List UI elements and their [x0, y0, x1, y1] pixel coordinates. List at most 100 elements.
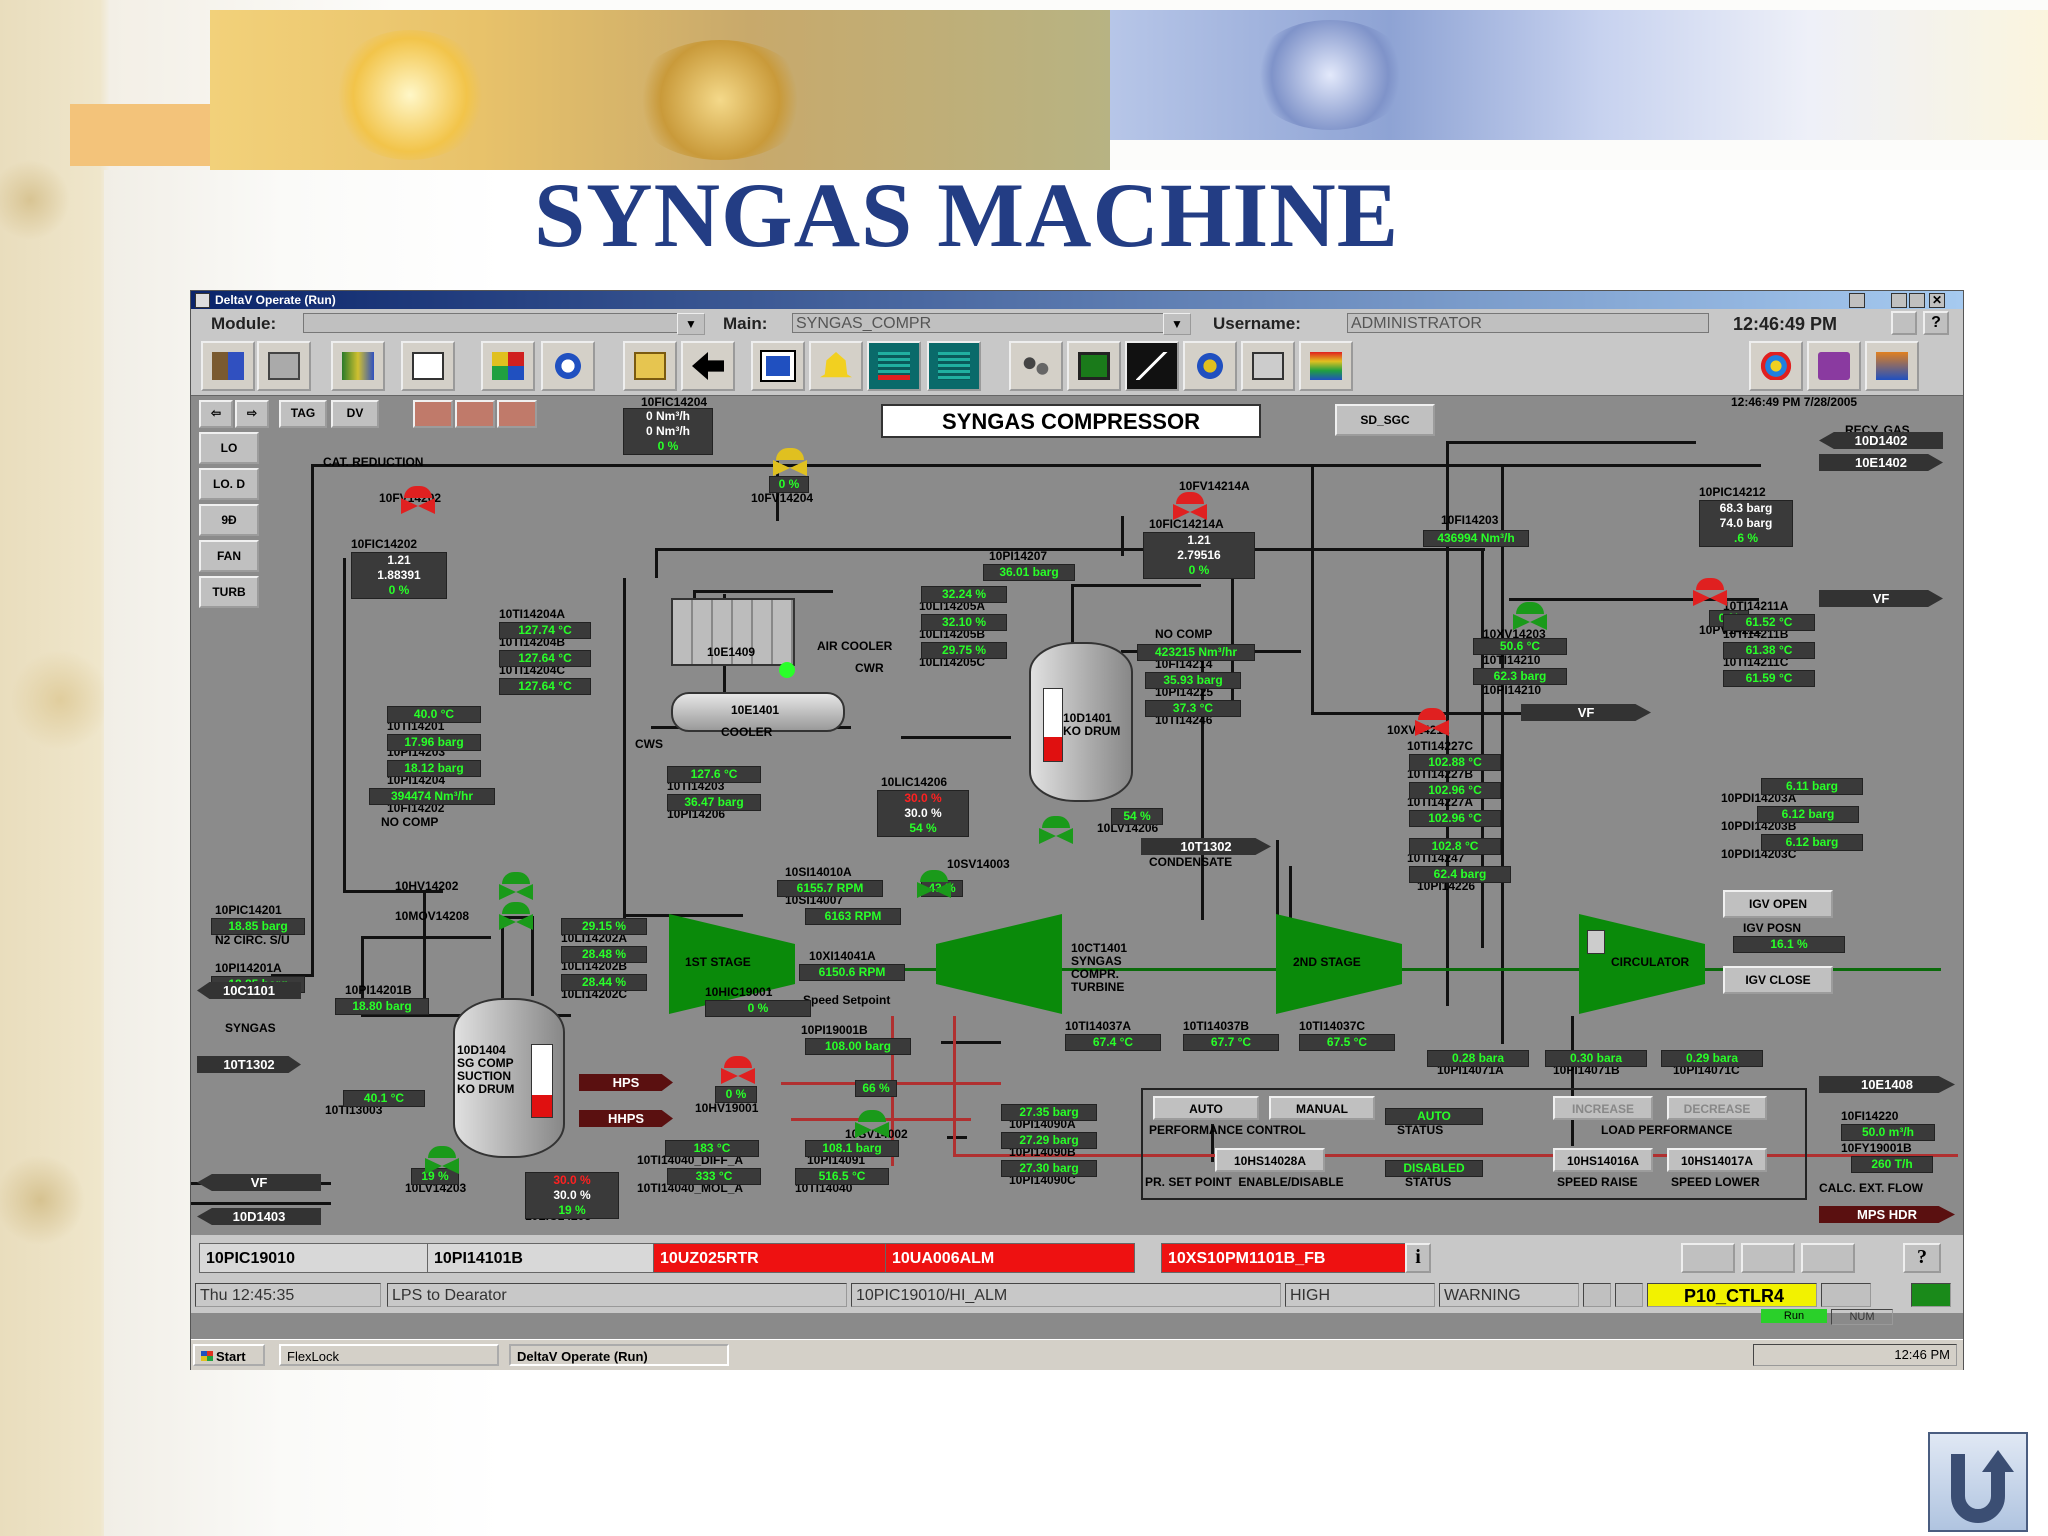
display-1-button[interactable]: [413, 400, 453, 428]
value-li14205a[interactable]: 32.24 %: [921, 586, 1007, 603]
value-fi14203[interactable]: 436994 Nm³/h: [1423, 530, 1529, 547]
value-li14205c[interactable]: 29.75 %: [921, 642, 1007, 659]
value-fy19001b[interactable]: 260 T/h: [1851, 1156, 1933, 1173]
value-pi19001b[interactable]: 108.00 barg: [805, 1038, 911, 1055]
grid-icon[interactable]: [1911, 1283, 1951, 1307]
value-lic14206[interactable]: 30.0 %30.0 %54 %: [877, 790, 969, 837]
valve-10lv14206[interactable]: [1039, 816, 1073, 844]
value-ti13003[interactable]: 40.1 °C: [343, 1090, 425, 1107]
module-dropdown-icon[interactable]: ▼: [677, 313, 705, 335]
value-fi14220[interactable]: 50.0 m³/h: [1841, 1124, 1935, 1141]
return-button[interactable]: [1928, 1432, 2028, 1532]
tag-button[interactable]: TAG: [279, 400, 327, 428]
value-ti14246[interactable]: 37.3 °C: [1145, 700, 1241, 717]
value-ti14247[interactable]: 102.8 °C: [1409, 838, 1501, 855]
print-screen-icon[interactable]: [1891, 311, 1917, 335]
value-hv19001[interactable]: 0 %: [715, 1086, 757, 1103]
colors-button[interactable]: [1749, 341, 1803, 391]
value-pi14071c[interactable]: 0.29 bara: [1661, 1050, 1763, 1067]
refresh-button[interactable]: [541, 341, 595, 391]
hs14016a-button[interactable]: 10HS14016A: [1553, 1148, 1653, 1172]
valve-10fv14202[interactable]: [401, 486, 435, 514]
display-2-button[interactable]: [455, 400, 495, 428]
network-button[interactable]: [1241, 341, 1295, 391]
layout-button[interactable]: [481, 341, 535, 391]
alarm-2[interactable]: 10UZ025RTR: [653, 1243, 903, 1273]
value-pi14201b[interactable]: 18.80 barg: [335, 998, 429, 1015]
alarm-3[interactable]: 10UA006ALM: [885, 1243, 1135, 1273]
task-deltav[interactable]: DeltaV Operate (Run): [509, 1344, 729, 1366]
value-ti14037c[interactable]: 67.5 °C: [1299, 1034, 1395, 1051]
valve-10lv14203[interactable]: [425, 1146, 459, 1174]
valve-10fv14204[interactable]: [773, 448, 807, 476]
value-ti14204a[interactable]: 127.74 °C: [499, 622, 591, 639]
main-field[interactable]: SYNGAS_COMPR: [792, 313, 1172, 333]
side-button-1[interactable]: LO. D: [199, 468, 259, 500]
value-lv14206[interactable]: 54 %: [1111, 808, 1163, 825]
value-pdi14203c[interactable]: 6.12 barg: [1761, 834, 1863, 851]
auto-button[interactable]: AUTO: [1153, 1096, 1259, 1120]
side-button-0[interactable]: LO: [199, 432, 259, 464]
event-list-button[interactable]: [927, 341, 981, 391]
alarm-4[interactable]: 10XS10PM1101B_FB: [1161, 1243, 1407, 1273]
value-ti14037b[interactable]: 67.7 °C: [1183, 1034, 1279, 1051]
value-igvpos[interactable]: 16.1 %: [1733, 936, 1845, 953]
valve-10xv14203[interactable]: [1513, 602, 1547, 630]
main-dropdown-icon[interactable]: ▼: [1163, 313, 1191, 335]
value-fi14202[interactable]: 394474 Nm³/hr: [369, 788, 495, 805]
increase-button[interactable]: INCREASE: [1553, 1096, 1653, 1120]
workstation-button[interactable]: [1067, 341, 1121, 391]
print-button[interactable]: [257, 341, 311, 391]
value-ti14227b[interactable]: 102.96 °C: [1409, 782, 1501, 799]
alarm-info-icon[interactable]: i: [1405, 1243, 1431, 1273]
search-button[interactable]: [401, 341, 455, 391]
value-ti14037a[interactable]: 67.4 °C: [1065, 1034, 1161, 1051]
value-pi14090a[interactable]: 27.35 barg: [1001, 1104, 1097, 1121]
hs14028a-button[interactable]: 10HS14028A: [1215, 1148, 1325, 1172]
trend-button[interactable]: [1125, 341, 1179, 391]
value-sv14002[interactable]: 66 %: [855, 1080, 897, 1097]
value-ti14210[interactable]: 50.6 °C: [1473, 638, 1567, 655]
valve-10hv19001[interactable]: [721, 1056, 755, 1084]
value-ti14040m[interactable]: 333 °C: [667, 1168, 761, 1185]
value-hic19001[interactable]: 0 %: [705, 1000, 811, 1017]
value-pic14201[interactable]: 18.85 barg: [211, 918, 305, 935]
value-fi14214[interactable]: 423215 Nm³/hr: [1137, 644, 1255, 661]
valve-10fv14214a[interactable]: [1173, 492, 1207, 520]
back-button[interactable]: [681, 341, 735, 391]
value-li14205b[interactable]: 32.10 %: [921, 614, 1007, 631]
value-ti14040[interactable]: 516.5 °C: [795, 1168, 889, 1185]
manual-button[interactable]: MANUAL: [1269, 1096, 1375, 1120]
value-pi14204[interactable]: 18.12 barg: [387, 760, 481, 777]
valve-10mov14208[interactable]: [499, 902, 533, 930]
valve-10hv14202[interactable]: [499, 872, 533, 900]
value-pi14210[interactable]: 62.3 barg: [1473, 668, 1567, 685]
value-pdi14203b[interactable]: 6.12 barg: [1757, 806, 1859, 823]
value-ti14040d[interactable]: 183 °C: [665, 1140, 759, 1157]
value-li14202a[interactable]: 29.15 %: [561, 918, 647, 935]
horn-icon[interactable]: [1801, 1243, 1855, 1273]
hs14017a-button[interactable]: 10HS14017A: [1667, 1148, 1767, 1172]
value-ti14201[interactable]: 40.0 °C: [387, 706, 481, 723]
tools-button[interactable]: [1865, 341, 1919, 391]
history-button[interactable]: [1299, 341, 1353, 391]
value-xi14041a[interactable]: 6150.6 RPM: [799, 964, 905, 981]
value-fv14204[interactable]: 0 %: [769, 476, 809, 493]
value-li14202b[interactable]: 28.48 %: [561, 946, 647, 963]
value-ti14211c[interactable]: 61.59 °C: [1723, 670, 1815, 687]
value-ti14227a[interactable]: 102.96 °C: [1409, 810, 1501, 827]
value-pi14206[interactable]: 36.47 barg: [667, 794, 761, 811]
book-button[interactable]: [1807, 341, 1861, 391]
value-ti14204b[interactable]: 127.64 °C: [499, 650, 591, 667]
dv-button[interactable]: DV: [331, 400, 379, 428]
value-ti14211a[interactable]: 61.52 °C: [1723, 614, 1815, 631]
valve-10pv14212[interactable]: [1693, 578, 1727, 606]
value-pi14225[interactable]: 35.93 barg: [1145, 672, 1241, 689]
valve-10xv14212[interactable]: [1415, 708, 1449, 736]
side-button-3[interactable]: FAN: [199, 540, 259, 572]
igv-open-button[interactable]: IGV OPEN: [1723, 890, 1833, 918]
value-li14202c[interactable]: 28.44 %: [561, 974, 647, 991]
sd-sgc-button[interactable]: SD_SGC: [1335, 404, 1435, 436]
igv-close-button[interactable]: IGV CLOSE: [1723, 966, 1833, 994]
